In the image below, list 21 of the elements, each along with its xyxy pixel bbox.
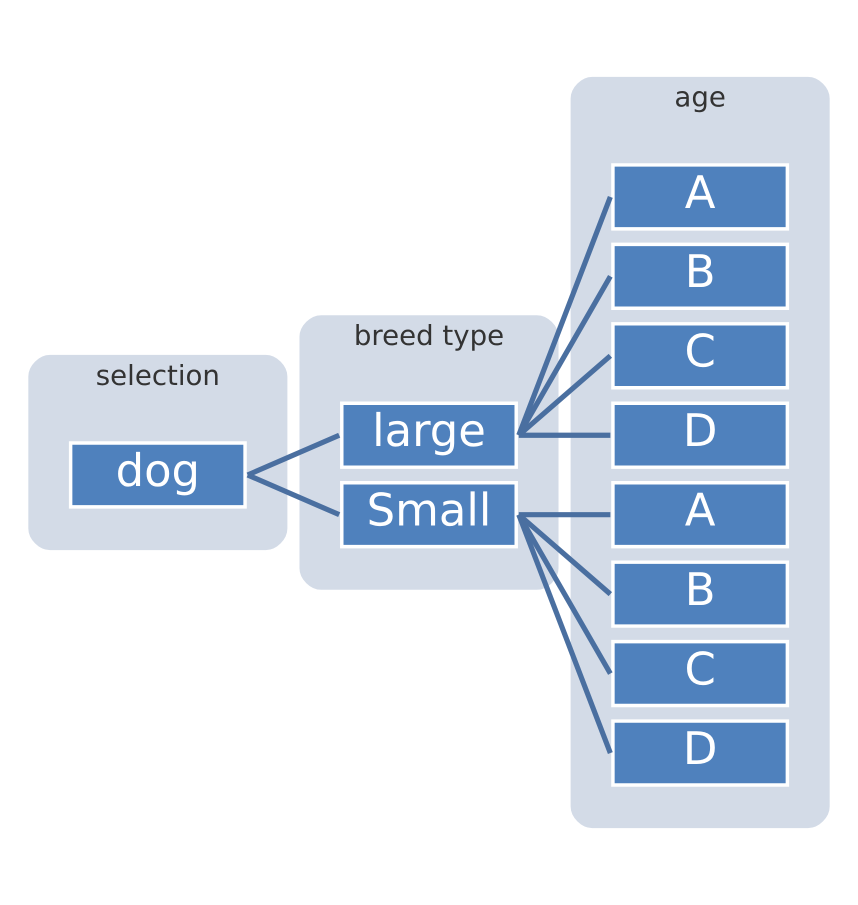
node-box: B bbox=[611, 560, 790, 628]
node-box: C bbox=[611, 640, 790, 708]
connector bbox=[516, 514, 613, 754]
connector bbox=[246, 472, 340, 518]
connector bbox=[517, 512, 612, 596]
connector bbox=[517, 354, 612, 438]
connector bbox=[516, 275, 613, 437]
node-box: Small bbox=[340, 481, 518, 548]
node-box: C bbox=[611, 322, 790, 390]
connector bbox=[518, 432, 610, 438]
node-box: A bbox=[611, 481, 790, 548]
node-box: A bbox=[611, 163, 790, 231]
node-box: B bbox=[611, 242, 790, 310]
node-box: dog bbox=[68, 441, 247, 509]
connector bbox=[516, 196, 613, 436]
node-box: D bbox=[611, 402, 790, 469]
connector bbox=[516, 513, 613, 675]
node-box: D bbox=[611, 719, 790, 787]
connector bbox=[246, 432, 340, 478]
node-box: large bbox=[340, 402, 518, 469]
connector bbox=[518, 512, 610, 518]
